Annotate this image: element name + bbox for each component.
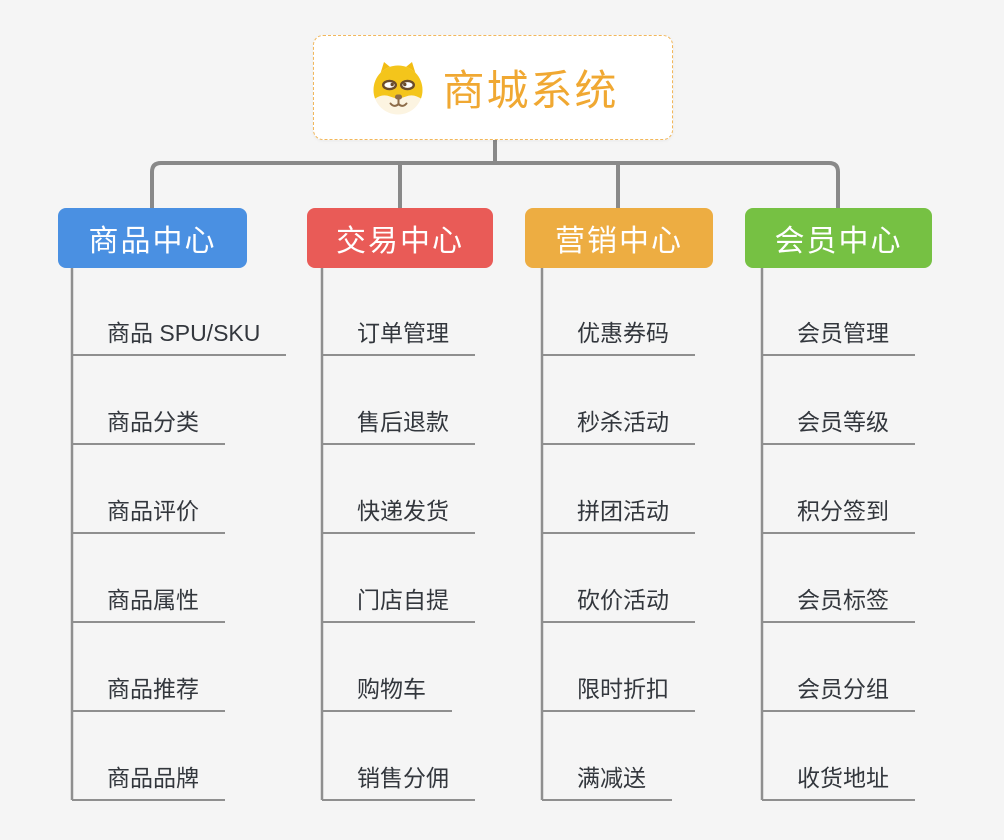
leaf-item[interactable]: 商品推荐 (72, 675, 225, 712)
leaf-item[interactable]: 商品 SPU/SKU (72, 319, 287, 356)
leaf-item[interactable]: 订单管理 (322, 319, 475, 356)
leaf-item[interactable]: 会员分组 (762, 675, 915, 712)
leaf-item[interactable]: 商品分类 (72, 408, 225, 445)
root-node[interactable]: 商城系统 (313, 35, 673, 140)
leaf-item[interactable]: 销售分佣 (322, 764, 475, 801)
leaf-item[interactable]: 会员等级 (762, 408, 915, 445)
leaf-item[interactable]: 商品品牌 (72, 764, 225, 801)
leaf-item[interactable]: 商品属性 (72, 586, 225, 623)
branch-label: 会员中心 (774, 225, 903, 258)
leaf-item[interactable]: 积分签到 (762, 497, 915, 534)
leaf-item[interactable]: 秒杀活动 (542, 408, 695, 445)
leaf-item[interactable]: 限时折扣 (542, 675, 695, 712)
leaf-item[interactable]: 砍价活动 (542, 586, 695, 623)
leaf-item[interactable]: 收货地址 (762, 764, 915, 801)
branch-bracket-line (150, 161, 840, 208)
branch-label: 营销中心 (555, 225, 683, 258)
leaf-item[interactable]: 拼团活动 (542, 497, 695, 534)
branch-node-trade-center[interactable]: 交易中心 (307, 208, 493, 268)
leaf-item[interactable]: 售后退款 (322, 408, 475, 445)
leaf-item[interactable]: 购物车 (322, 675, 452, 712)
root-title: 商城系统 (442, 67, 619, 114)
leaf-item[interactable]: 会员标签 (762, 586, 915, 623)
branch-node-marketing-center[interactable]: 营销中心 (525, 208, 713, 268)
dog-face-icon (373, 61, 423, 114)
leaf-item[interactable]: 商品评价 (72, 497, 225, 534)
branch-label: 交易中心 (336, 225, 464, 258)
branch-node-member-center[interactable]: 会员中心 (745, 208, 932, 268)
leaf-item[interactable]: 门店自提 (322, 586, 475, 623)
branch-label: 商品中心 (88, 225, 217, 258)
leaf-item[interactable]: 满减送 (542, 764, 672, 801)
leaf-item[interactable]: 优惠券码 (542, 319, 695, 356)
branch-node-product-center[interactable]: 商品中心 (58, 208, 247, 268)
leaf-item[interactable]: 会员管理 (762, 319, 915, 356)
leaf-item[interactable]: 快递发货 (322, 497, 475, 534)
